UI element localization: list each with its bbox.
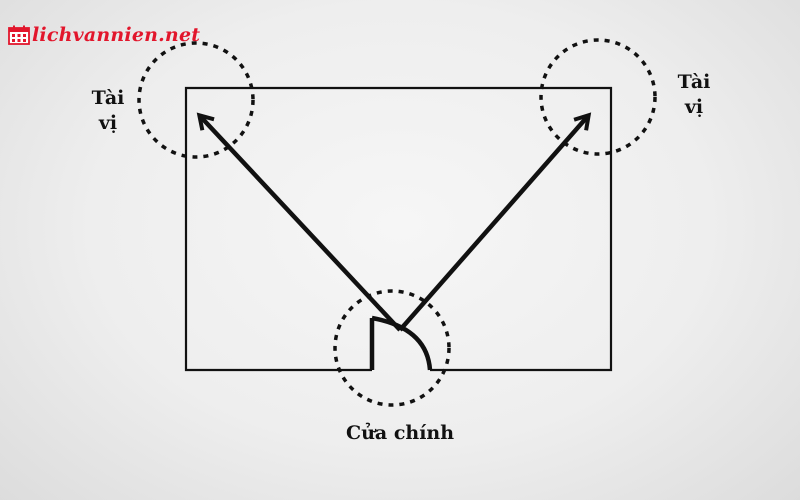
circle-top-left-corner <box>137 41 255 159</box>
circle-door <box>333 289 451 407</box>
label-line-2: vị <box>98 112 118 134</box>
arrow-to-right-corner <box>398 112 592 332</box>
watermark-text: lichvannien.net <box>32 24 201 46</box>
label-line-2: vị <box>684 96 704 118</box>
label-line-1: Tài <box>91 87 125 109</box>
label-line-1: Tài <box>677 71 711 93</box>
door-swing-arc <box>371 315 433 371</box>
door-label-text: Cửa chính <box>345 422 455 444</box>
label-wealth-corner-right: Tài vị <box>670 70 718 120</box>
arrow-to-left-corner <box>196 112 402 332</box>
label-main-door: Cửa chính <box>320 421 480 446</box>
label-wealth-corner-left: Tài vị <box>84 86 132 136</box>
calendar-icon <box>8 25 30 45</box>
circle-top-right-corner <box>539 38 657 156</box>
site-logo[interactable]: lichvannien.net <box>8 24 200 46</box>
room-outline <box>184 86 613 372</box>
